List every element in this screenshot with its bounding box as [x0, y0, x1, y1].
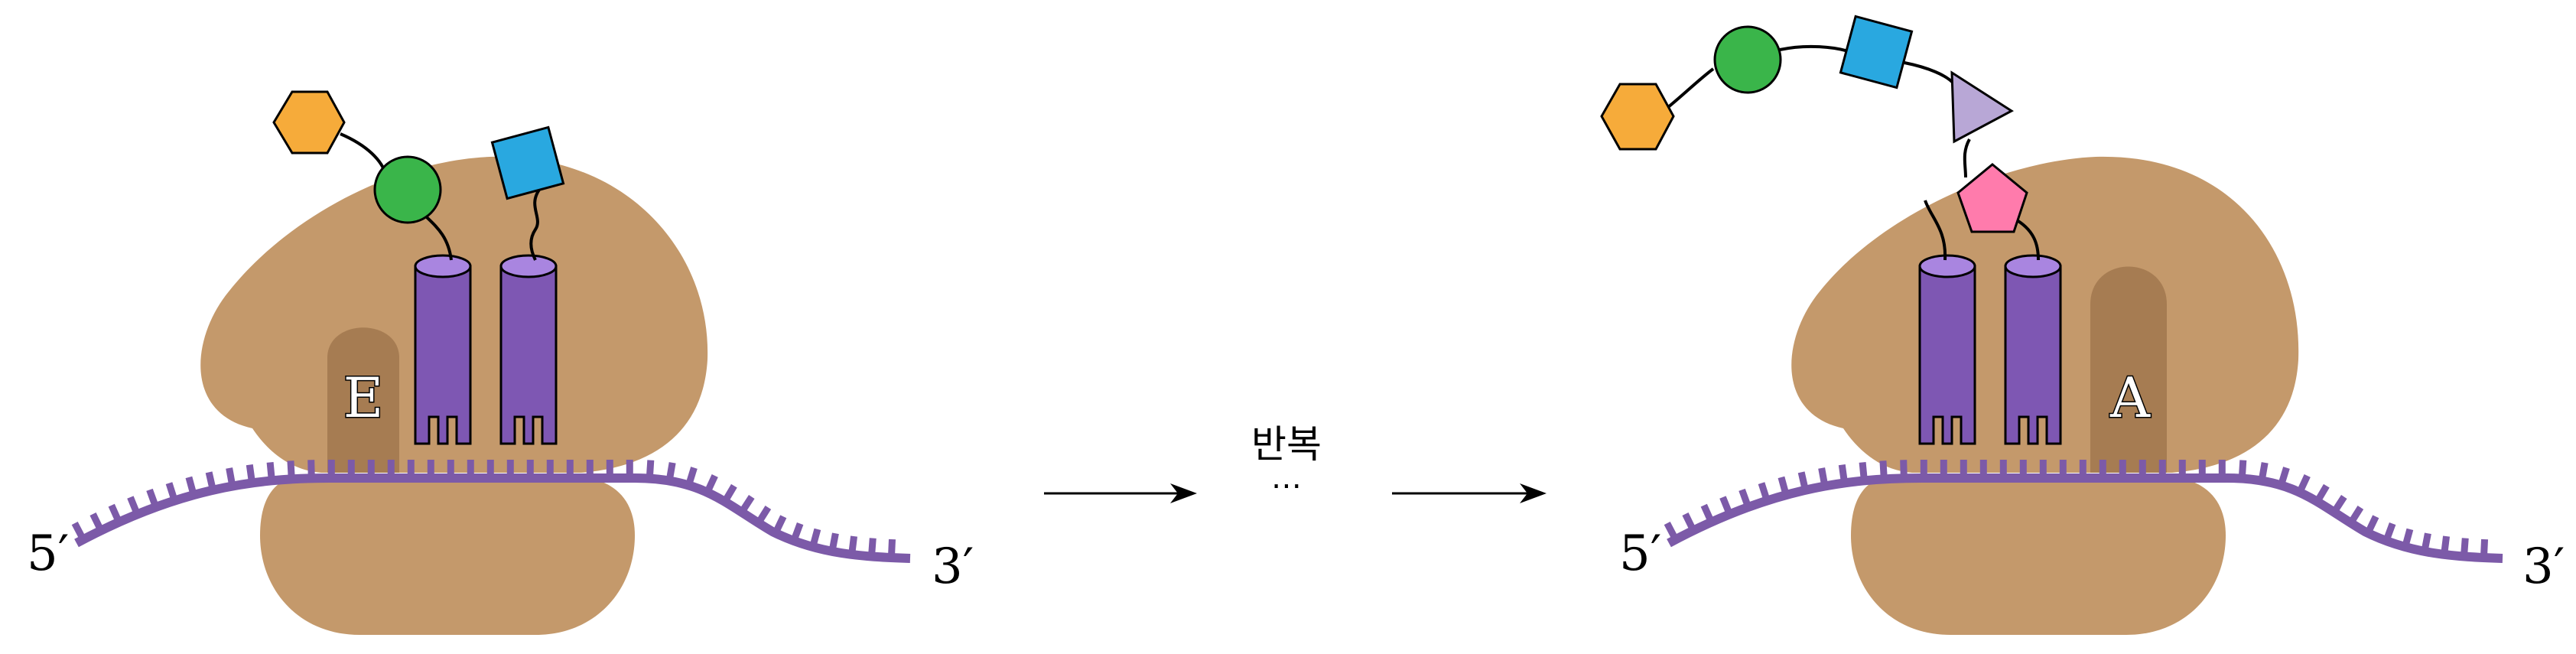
square-amino-acid — [490, 125, 565, 200]
three-prime-label: 3′ — [932, 538, 974, 595]
peptide-link — [529, 188, 541, 261]
peptide-link — [1662, 67, 1715, 112]
mrna-codon-tick — [1682, 512, 1697, 532]
mrna-codon-tick — [1664, 521, 1679, 542]
a-site — [2090, 266, 2167, 473]
mrna-codon-tick — [2382, 522, 2396, 542]
left-panel: E 5′ 3′ — [27, 90, 974, 635]
mrna-codon-tick — [772, 515, 787, 535]
mrna-codon-tick — [1719, 496, 1733, 516]
mrna-codon-tick — [146, 488, 159, 509]
mrna-codon-tick — [127, 496, 141, 516]
repeat-step: 반복 ⋯ — [1044, 422, 1547, 503]
mrna-codon-tick — [738, 495, 755, 515]
arrow-head-left — [1170, 483, 1197, 503]
peptide-link — [340, 132, 388, 177]
mrna-codon-tick — [2441, 535, 2451, 555]
mrna-codon-tick — [1758, 482, 1771, 502]
mrna-codon-tick — [665, 462, 676, 482]
mrna-codon-tick — [790, 522, 804, 542]
repeat-label: 반복 — [1251, 422, 1322, 467]
mrna-codon-tick — [205, 471, 216, 491]
mrna-codon-tick — [1797, 471, 1809, 491]
right-panel: A 5′ 3′ — [1600, 15, 2565, 635]
trna-left-1 — [414, 254, 472, 445]
mrna-codon-tick — [266, 462, 275, 481]
mrna-codon-tick — [2258, 462, 2269, 482]
mrna-codon-tick — [246, 464, 256, 484]
mrna-codon-tick — [108, 503, 122, 524]
mrna-codon-tick — [89, 512, 105, 532]
mrna-codon-tick — [307, 460, 315, 479]
trna-right-1 — [1918, 254, 1976, 445]
mrna-codon-tick — [809, 528, 821, 548]
mrna-codon-tick — [1778, 476, 1790, 496]
peptide-link — [1963, 138, 1971, 178]
three-prime-label: 3′ — [2522, 538, 2565, 595]
mrna-codon-tick — [2364, 515, 2379, 535]
mrna-codon-tick — [226, 467, 236, 487]
mrna-codon-tick — [2421, 532, 2431, 552]
mrna-codon-tick — [685, 467, 698, 486]
triangle-amino-acid — [1950, 70, 2014, 144]
mrna-codon-tick — [721, 483, 737, 504]
trna-left-2 — [499, 254, 558, 445]
mrna-codon-tick — [867, 538, 877, 557]
a-site-label: A — [2109, 366, 2151, 430]
hexagon-amino-acid — [1600, 83, 1675, 151]
mrna-codon-tick — [828, 532, 839, 552]
mrna-codon-tick — [2278, 467, 2290, 486]
mrna-codon-tick — [2296, 474, 2311, 494]
mrna-codon-tick — [2347, 506, 2364, 525]
pentagon-amino-acid — [1956, 163, 2028, 233]
mrna-codon-tick — [2402, 528, 2414, 548]
e-site — [327, 327, 399, 473]
mrna-codon-tick — [887, 538, 896, 558]
mrna-codon-tick — [185, 476, 197, 496]
mrna-codon-tick — [2460, 538, 2469, 557]
mrna-codon-tick — [2314, 483, 2330, 504]
small-ribosome-subunit — [1851, 476, 2226, 635]
e-site-label: E — [343, 366, 384, 430]
mrna-codon-tick — [2330, 495, 2347, 515]
mrna-codon-tick — [848, 535, 858, 555]
mrna-codon-tick — [1879, 460, 1888, 480]
peptide-link — [1904, 61, 1956, 86]
square-amino-acid — [1839, 15, 1914, 89]
repeat-ellipsis: ⋯ — [1271, 468, 1302, 503]
five-prime-label: 5′ — [1619, 525, 1661, 582]
circle-amino-acid — [373, 155, 442, 224]
peptide-link — [1779, 44, 1856, 55]
mrna-strand-left — [71, 460, 911, 563]
five-prime-label: 5′ — [27, 525, 69, 582]
mrna-codon-tick — [646, 460, 655, 479]
mrna-codon-tick — [1700, 503, 1715, 524]
mrna-codon-tick — [755, 506, 772, 525]
mrna-codon-tick — [1859, 462, 1868, 481]
mrna-codon-tick — [165, 482, 178, 502]
small-ribosome-subunit — [260, 476, 635, 635]
mrna-codon-tick — [2238, 460, 2247, 479]
mrna-codon-tick — [71, 521, 86, 542]
trna-right-2 — [2004, 254, 2062, 445]
arrow-head-right — [1520, 483, 1547, 503]
mrna-codon-tick — [1838, 464, 1849, 484]
mrna-codon-tick — [2480, 538, 2489, 558]
mrna-codon-tick — [1818, 467, 1829, 487]
peptide-link — [1924, 200, 1947, 261]
hexagon-amino-acid — [272, 90, 346, 155]
mrna-codon-tick — [1738, 488, 1751, 509]
circle-amino-acid — [1713, 25, 1782, 94]
mrna-strand-right — [1664, 460, 2503, 563]
mrna-codon-tick — [704, 474, 718, 494]
